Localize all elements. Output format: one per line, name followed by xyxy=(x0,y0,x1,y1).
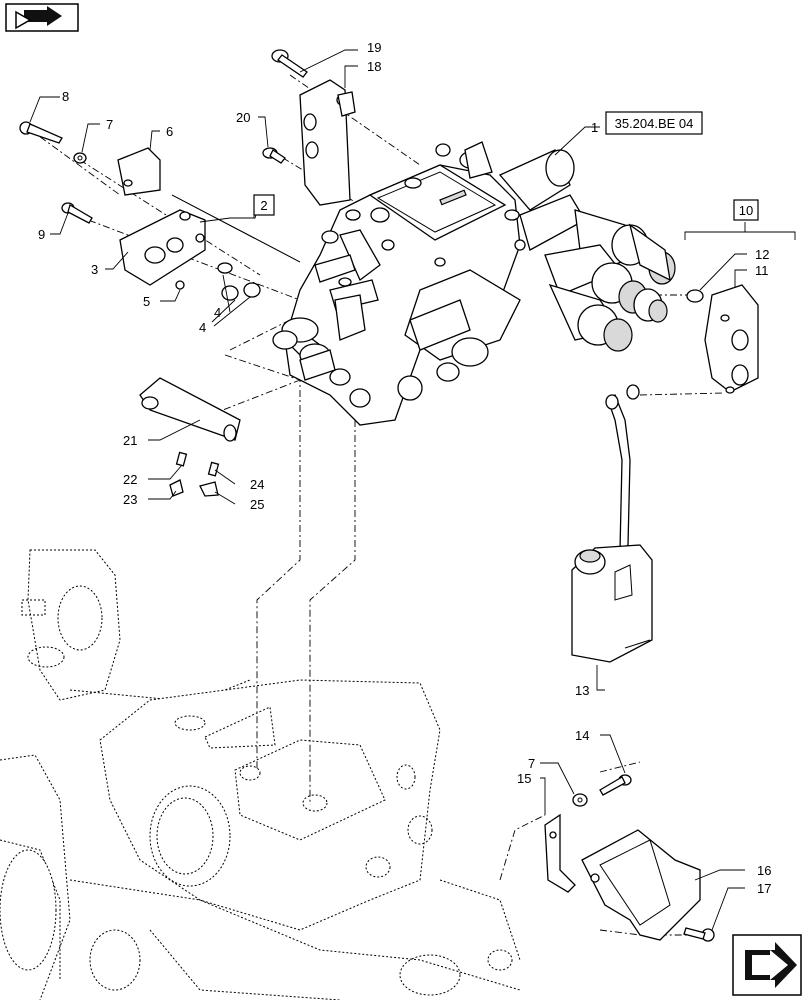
callout-9: 9 xyxy=(38,227,45,242)
control-valve-assembly xyxy=(272,141,676,426)
bracket-15 xyxy=(544,813,576,893)
callout-22: 22 xyxy=(123,472,137,487)
boxed-label-2: 2 xyxy=(253,194,275,216)
plate-3 xyxy=(119,209,206,286)
callout-25: 25 xyxy=(250,497,264,512)
callout-20: 20 xyxy=(236,110,250,125)
bracket-18 xyxy=(299,79,356,206)
previous-page-arrow-icon[interactable] xyxy=(5,3,79,32)
callout-18: 18 xyxy=(367,59,381,74)
pin-24 xyxy=(207,461,220,477)
reference-label-box[interactable]: 35.204.BE 04 xyxy=(605,111,703,135)
bolt-19 xyxy=(271,49,308,78)
reservoir-13 xyxy=(571,384,653,663)
callout-21: 21 xyxy=(123,433,137,448)
leader-lines xyxy=(29,49,796,931)
pin-22 xyxy=(175,451,188,467)
callout-3: 3 xyxy=(91,262,98,277)
callout-14: 14 xyxy=(575,728,589,743)
callout-6: 6 xyxy=(166,124,173,139)
callout-23: 23 xyxy=(123,492,137,507)
callout-24: 24 xyxy=(250,477,264,492)
boxed-label-2-text: 2 xyxy=(260,198,267,213)
lever-21 xyxy=(139,377,241,442)
callout-12: 12 xyxy=(755,247,769,262)
seal-5 xyxy=(175,280,185,290)
bolt-20 xyxy=(262,147,286,164)
callout-17: 17 xyxy=(757,881,771,896)
boxed-label-10: 10 xyxy=(733,199,759,221)
callout-1: 1 xyxy=(591,120,598,135)
callout-8: 8 xyxy=(62,89,69,104)
clip-23 xyxy=(169,479,184,497)
reference-label-text: 35.204.BE 04 xyxy=(615,116,694,131)
bolt-8 xyxy=(19,121,63,144)
callout-11: 11 xyxy=(755,263,769,278)
callout-13: 13 xyxy=(575,683,589,698)
o-ring-12 xyxy=(686,289,704,303)
o-rings-4 xyxy=(217,262,261,301)
callout-15: 15 xyxy=(517,771,531,786)
callout-19: 19 xyxy=(367,40,381,55)
shield-16 xyxy=(581,829,701,941)
next-page-arrow-icon[interactable] xyxy=(732,934,802,996)
bolt-17 xyxy=(683,927,715,942)
callout-16: 16 xyxy=(757,863,771,878)
bolt-9 xyxy=(61,202,93,224)
assembly-lines xyxy=(27,74,726,936)
tractor-housing-outline xyxy=(0,549,521,1001)
callout-7a: 7 xyxy=(106,117,113,132)
coupler-plate-11 xyxy=(704,284,759,394)
bolt-14 xyxy=(599,774,632,796)
callout-4a: 4 xyxy=(214,305,221,320)
callout-numbers: 1 3 4 4 5 6 7 7 8 9 11 12 13 14 15 16 17… xyxy=(38,40,771,896)
washer-7 xyxy=(73,152,87,164)
callout-4b: 4 xyxy=(199,320,206,335)
clip-25 xyxy=(199,481,219,497)
boxed-label-10-text: 10 xyxy=(739,203,753,218)
callout-7b: 7 xyxy=(528,756,535,771)
callout-5: 5 xyxy=(143,294,150,309)
bracket-6 xyxy=(117,147,161,196)
washer-7-lower xyxy=(572,793,588,807)
